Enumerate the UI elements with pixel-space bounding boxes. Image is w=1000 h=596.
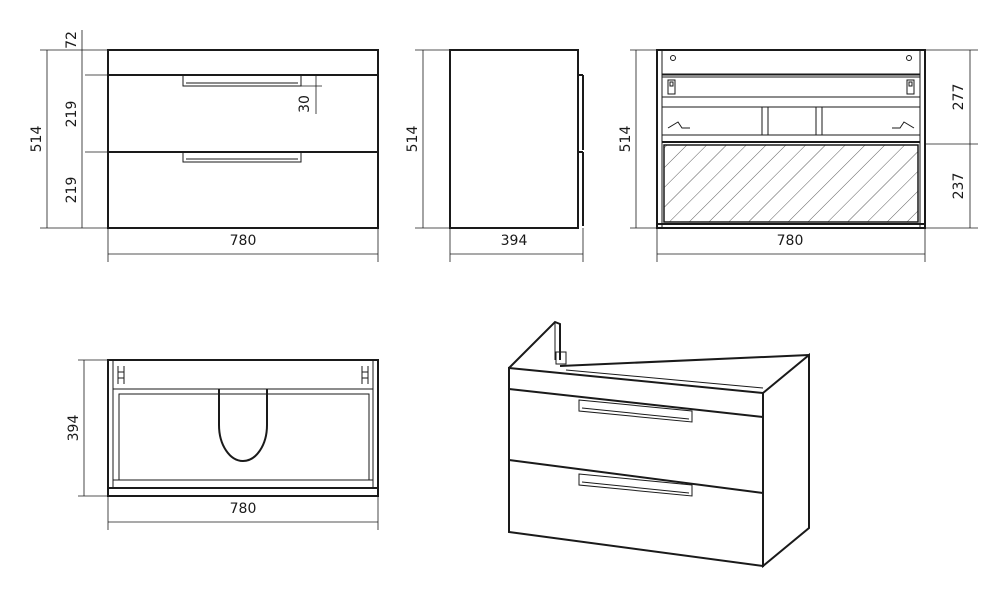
isometric-view [508, 320, 810, 569]
back-cabinet-outline [656, 49, 926, 229]
bracket-icon [906, 79, 915, 95]
side-view: 514 394 [405, 49, 584, 262]
back-upper-cavity [661, 106, 921, 136]
iso-front-face [508, 366, 764, 568]
top-cabinet-outline [107, 359, 379, 497]
front-cabinet-outline [107, 49, 379, 229]
back-view: 514 277 237 780 [618, 49, 978, 262]
iso-side-face [762, 352, 810, 569]
iso-drawer-divider [508, 459, 764, 494]
bracket-icon [361, 366, 369, 384]
dim-label-top-drawer: 219 [64, 101, 80, 128]
back-rail-top-edge [661, 73, 921, 78]
side-cabinet-outline [449, 49, 579, 229]
iso-bottom-handle-inner [581, 481, 690, 494]
dim-label-side-depth: 394 [501, 233, 528, 249]
front-bottom-drawer-handle [182, 151, 302, 163]
dim-label-back-width: 780 [777, 233, 804, 249]
runner-icon [667, 121, 690, 129]
iso-top-drawer-handle [578, 399, 693, 423]
dim-label-back-height: 514 [618, 126, 634, 153]
dim-label-back-upper: 277 [951, 84, 967, 111]
iso-top-rear-edge [559, 354, 810, 367]
mount-hole [906, 55, 912, 61]
front-top-drawer-handle [182, 74, 302, 87]
bracket-icon [667, 79, 676, 95]
iso-mount-bracket-icon [555, 351, 567, 365]
runner-icon [892, 121, 915, 129]
mount-hole [670, 55, 676, 61]
dim-label-handle-offset: 30 [297, 95, 313, 113]
iso-back-panel [508, 320, 561, 369]
front-view: 72 219 219 514 30 780 [29, 30, 379, 262]
dim-label-top-width: 780 [230, 501, 257, 517]
dim-label-bottom-drawer: 219 [64, 177, 80, 204]
dim-label-side-height: 514 [405, 126, 421, 153]
iso-top-handle-inner [581, 407, 690, 420]
top-view: 394 780 [66, 359, 379, 530]
dim-label-top-panel: 72 [64, 31, 80, 49]
back-divider [761, 106, 769, 136]
back-rail-top [661, 74, 921, 98]
iso-top-panel-line [508, 388, 764, 418]
iso-bottom-drawer-handle [578, 473, 693, 497]
dim-label-total-height: 514 [29, 126, 45, 153]
top-drawer-box [118, 393, 370, 481]
bracket-icon [117, 366, 125, 384]
top-front-panel [112, 479, 374, 489]
siphon-cutout [218, 389, 268, 462]
back-lower-hatched-panel [663, 144, 919, 223]
dim-label-back-lower: 237 [951, 173, 967, 200]
back-divider [815, 106, 823, 136]
dim-label-front-width: 780 [230, 233, 257, 249]
iso-top-inner-edge [565, 369, 764, 389]
dim-label-top-depth: 394 [66, 415, 82, 442]
